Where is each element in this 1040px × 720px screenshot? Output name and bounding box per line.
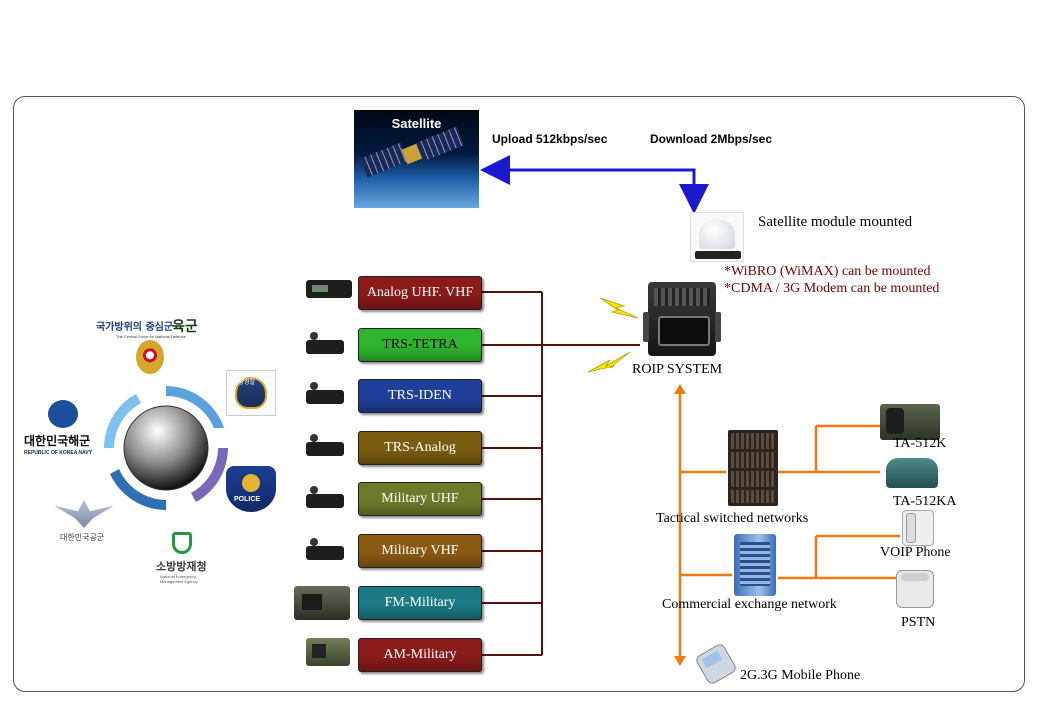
network-lines xyxy=(678,392,900,658)
army-sub: The Central Force for National Defense xyxy=(116,334,186,339)
army-emblem-icon xyxy=(136,340,164,374)
radio-analog-uhf-vhf: Analog UHF. VHF xyxy=(358,276,482,310)
fire-sub: National Emergency Management Agency xyxy=(160,574,198,584)
mobile-label: 2G.3G Mobile Phone xyxy=(740,668,861,683)
satellite-module-label: Satellite module mounted xyxy=(758,214,913,230)
coastguard-logo: 해양경찰 xyxy=(226,370,276,416)
tactical-switch-device xyxy=(728,430,778,506)
fire-name: 소방방재청 xyxy=(156,560,207,573)
fire-agency-logo: 소방방재청 National Emergency Management Agen… xyxy=(150,530,220,584)
fire-shield-icon xyxy=(172,532,192,554)
download-rate: Download 2Mbps/sec xyxy=(650,132,773,146)
radio-trs-tetra: TRS-TETRA xyxy=(358,328,482,362)
radio-fm-military: FM-Military xyxy=(358,586,482,620)
am-military-radio-device xyxy=(306,638,350,666)
voip-label: VOIP Phone xyxy=(880,545,951,560)
wireless-bolt-icon xyxy=(599,297,639,319)
roip-system-device xyxy=(643,282,721,356)
ta512k-phone-icon xyxy=(880,404,940,440)
satellite-image: Satellite xyxy=(354,110,479,208)
airforce-name: 대한민국공군 xyxy=(60,533,105,542)
agency-cycle-graphic xyxy=(104,386,228,510)
pstn-label: PSTN xyxy=(901,615,936,630)
radio-military-uhf: Military UHF xyxy=(358,482,482,516)
navy-name: 대한민국해군 xyxy=(24,434,91,448)
police-logo: POLICE xyxy=(224,466,278,516)
upload-rate: Upload 512kbps/sec xyxy=(492,132,608,146)
roip-label: ROIP SYSTEM xyxy=(632,362,723,377)
radio-label: TRS-IDEN xyxy=(388,388,452,403)
navy-sub: REPUBLIC OF KOREA NAVY xyxy=(24,450,93,456)
tactical-network-label: Tactical switched networks xyxy=(656,511,809,526)
satellite-title: Satellite xyxy=(391,116,442,131)
radio-am-military: AM-Military xyxy=(358,638,482,672)
radio-label: TRS-Analog xyxy=(384,440,456,455)
radio-trs-iden: TRS-IDEN xyxy=(358,379,482,413)
radio-label: Analog UHF. VHF xyxy=(366,285,474,300)
tetra-radio-device xyxy=(306,332,344,354)
army-logo: 국가방위의 중심군 육군 The Central Force for Natio… xyxy=(96,314,206,378)
satellite-link-line xyxy=(480,155,696,206)
wibro-note: *WiBRO (WiMAX) can be mounted xyxy=(724,264,931,279)
police-emblem-icon xyxy=(226,466,276,512)
radio-bus-lines xyxy=(482,291,640,656)
trs-analog-radio-device xyxy=(306,434,344,456)
cdma-note: *CDMA / 3G Modem can be mounted xyxy=(724,281,940,296)
military-uhf-radio-device xyxy=(306,486,344,508)
airforce-logo: 대한민국공군 xyxy=(46,500,120,548)
voip-phone-icon xyxy=(902,510,934,546)
ta512ka-phone-icon xyxy=(886,458,938,488)
satellite-module-image xyxy=(690,212,744,262)
iden-radio-device xyxy=(306,382,344,404)
diagram-frame xyxy=(13,96,1025,692)
radio-military-vhf: Military VHF xyxy=(358,534,482,568)
coastguard-name: 해양경찰 xyxy=(233,379,256,386)
pstn-phone-icon xyxy=(896,570,934,608)
commercial-network-label: Commercial exchange network xyxy=(662,597,837,612)
army-name: 육군 xyxy=(172,319,198,335)
navy-emblem-icon xyxy=(48,400,78,428)
ta512k-label: TA-512K xyxy=(893,436,947,451)
military-vhf-radio-device xyxy=(306,538,344,560)
airforce-emblem-icon xyxy=(54,500,114,528)
radio-trs-analog: TRS-Analog xyxy=(358,431,482,465)
army-slogan: 국가방위의 중심군 xyxy=(96,322,174,333)
commercial-exchange-device xyxy=(734,534,776,596)
ta512ka-label: TA-512KA xyxy=(893,494,957,509)
radio-label: FM-Military xyxy=(384,595,456,610)
analog-radio-device xyxy=(306,280,352,298)
radio-label: AM-Military xyxy=(383,647,457,662)
radio-label: TRS-TETRA xyxy=(382,337,458,352)
fm-military-radio-device xyxy=(294,586,350,620)
police-name: POLICE xyxy=(234,496,261,503)
navy-logo: 대한민국해군 REPUBLIC OF KOREA NAVY xyxy=(24,398,108,460)
radio-label: Military VHF xyxy=(381,543,459,558)
radio-label: Military UHF xyxy=(381,491,459,506)
coastguard-emblem-icon xyxy=(235,377,267,409)
wireless-bolt-icon xyxy=(587,351,631,373)
